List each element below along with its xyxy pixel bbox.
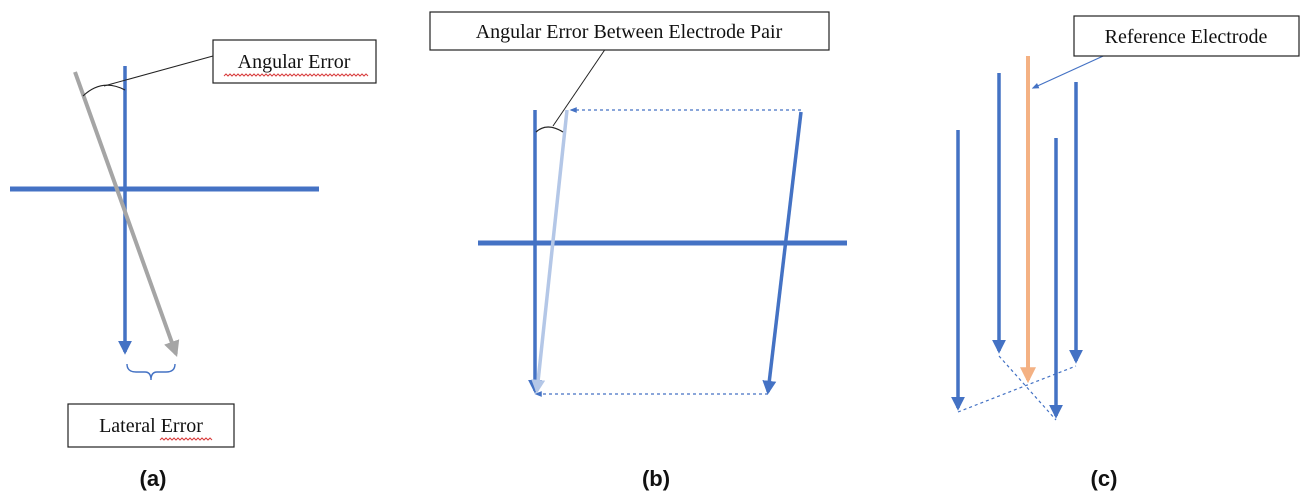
lateral-error-label: Lateral Error [99, 415, 203, 437]
tip-dotted-connector [998, 355, 1057, 421]
angular-error-leader-line [552, 47, 607, 127]
panel-a: Angular Error Lateral Error (a) [10, 39, 377, 491]
reference-electrode-callout-box [1073, 15, 1300, 57]
panel-c-label: (c) [1091, 466, 1118, 491]
lateral-error-callout-box [67, 403, 235, 448]
tip-dotted-connector [957, 365, 1077, 413]
angular-error-leader-line [103, 55, 214, 87]
angular-error-arc [82, 84, 126, 97]
deviated-electrode-arrow [531, 109, 569, 394]
reference-electrode-pointer [1031, 51, 1113, 89]
angular-error-pair-callout-box [429, 11, 830, 51]
deviated-electrode-arrow [73, 71, 180, 358]
panel-a-label: (a) [140, 466, 167, 491]
reference-electrode-label: Reference Electrode [1105, 26, 1268, 48]
angular-error-label: Angular Error [238, 51, 351, 73]
lateral-error-brace [126, 363, 176, 381]
panel-b: Angular Error Between Electrode Pair (b) [429, 11, 847, 491]
right-electrode-arrow [762, 111, 803, 395]
angular-error-arc [535, 126, 564, 133]
angular-error-pair-label: Angular Error Between Electrode Pair [476, 21, 783, 43]
spelling-squiggle-lateral [159, 437, 213, 441]
spelling-squiggle-angular [223, 73, 369, 77]
panel-b-label: (b) [642, 466, 670, 491]
panel-c: Reference Electrode (c) [951, 15, 1300, 491]
